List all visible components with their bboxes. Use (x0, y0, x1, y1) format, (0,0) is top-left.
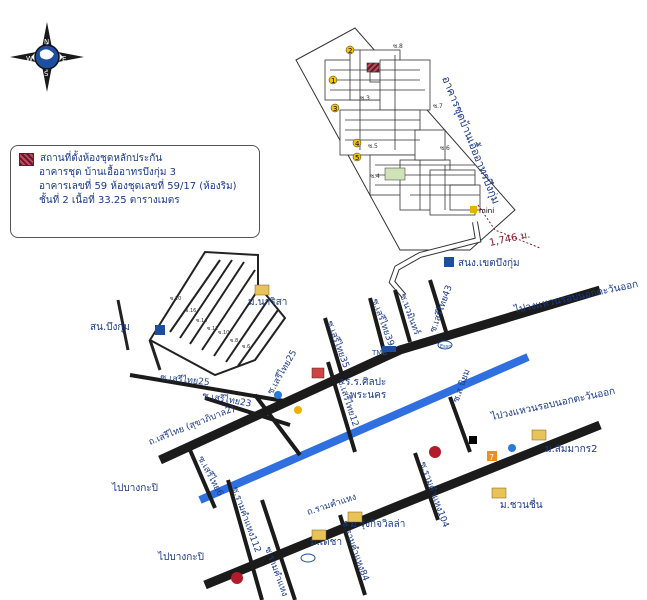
compass-e: E (62, 55, 66, 63)
legend-line2: อาคารเลขที่ 59 ห้องชุดเลขที่ 59/17 (ห้อง… (39, 181, 237, 192)
label-to-east-2: ไปวงแหวนรอบนอกตะวันออก (489, 385, 616, 423)
label-school-2: พระนคร (350, 390, 387, 401)
label-school-1: ร.ร.ศิลปะ (345, 377, 386, 388)
road-ram104 (413, 452, 440, 521)
road-soi25 (129, 373, 291, 404)
junction-icon (469, 436, 477, 444)
road-soi35 (323, 317, 344, 376)
label-decha: ม.เดชา (310, 537, 342, 548)
office-label: สนง.เขตบึงกุ่ม (458, 257, 520, 269)
police-icon (155, 325, 165, 335)
building-label-3: 3 (333, 105, 337, 113)
label-to-east-1: ไปวงแหวนรอบนอกตะวันออก (512, 278, 639, 316)
road-soi6 (188, 449, 217, 509)
soi-small-4: ซ.4 (370, 173, 380, 180)
road-soi43 (428, 279, 450, 339)
label-to-bangkapi-2: ไปบางกะปิ (157, 551, 204, 563)
soi-small-5: ซ.5 (368, 143, 378, 150)
label-soi25: ซ.เสรีไทย25 (160, 372, 210, 388)
seven-label: 7 (489, 453, 494, 462)
svg-text:ซ.16: ซ.16 (185, 308, 196, 314)
road-soi6b (226, 479, 264, 600)
seven-eleven-icon (487, 451, 497, 461)
svg-text:ซ.20: ซ.20 (170, 296, 181, 302)
road-serithai (158, 285, 602, 465)
legend-box: สถานที่ตั้งห้องชุดหลักประกัน อาคารชุด บ้… (10, 145, 260, 238)
road-left-diag (253, 393, 302, 457)
road-niyom (448, 396, 472, 453)
soi-small-3: ซ.3 (360, 95, 370, 102)
label-sammakorn: ม.สัมมากร2 (545, 444, 597, 455)
soi-small-8: ซ.8 (393, 43, 403, 50)
legend-title: สถานที่ตั้งห้องชุดหลักประกัน (40, 153, 163, 164)
gas-icon-2 (294, 406, 302, 414)
label-to-bangkapi-1: ไปบางกะปิ (111, 482, 158, 494)
esso-icon-1 (437, 340, 453, 350)
road-ram84 (338, 514, 367, 596)
building-label-1: 1 (331, 77, 335, 85)
soi-left-b (148, 339, 162, 371)
esso-label: Esso (440, 344, 451, 350)
tmb-label: TMB (371, 349, 387, 357)
road-ramkhamhaeng (203, 420, 602, 590)
svg-text:ซ.12: ซ.12 (207, 326, 218, 332)
compass-w: W (26, 55, 33, 63)
star-icon-1 (429, 446, 441, 458)
gas-icon-1 (274, 391, 282, 399)
road-ram112 (260, 499, 297, 600)
svg-text:ซ.14: ซ.14 (196, 318, 207, 324)
project-buildings (324, 49, 481, 216)
hatch-swatch-icon (19, 152, 34, 166)
compass-icon: N S E W (10, 22, 84, 92)
soi-small-6: ซ.6 (440, 145, 450, 152)
label-narisa: ม.นาริสา (248, 297, 287, 308)
legend-title-row: สถานที่ตั้งห้องชุดหลักประกัน (19, 152, 251, 166)
road-soi39 (368, 297, 387, 356)
svg-text:ซ.8: ซ.8 (230, 338, 238, 344)
legend-line3: ชั้นที่ 2 เนื้อที่ 33.25 ตารางเมตร (39, 195, 180, 206)
narisa-block (148, 250, 287, 377)
svg-text:ซ.10: ซ.10 (218, 330, 229, 336)
house-icon-decha (311, 529, 327, 541)
svg-text:ซ.6: ซ.6 (242, 344, 250, 350)
label-serithai25b: ซ.เสรีไทย25 (265, 348, 299, 396)
label-sn-bungkum: สน.บึงกุ่ม (90, 321, 130, 333)
road-nawamin (393, 289, 412, 343)
green-area (384, 167, 406, 181)
soi-small-7: ซ.7 (433, 103, 443, 110)
minimart-icon (470, 206, 477, 213)
office-icon (444, 257, 454, 267)
khlong (198, 353, 530, 504)
building-label-4: 4 (355, 140, 360, 148)
label-chuanchuen: ม.ชวนชื่น (500, 497, 543, 511)
soi-left-a (116, 299, 130, 351)
compass-s: S (44, 70, 49, 78)
tmb-icon (382, 346, 396, 352)
house-icon-rungkit (347, 511, 363, 523)
esso-icon-2 (300, 553, 316, 563)
minimart-label: mini (479, 207, 494, 215)
school-icon (311, 367, 325, 379)
building-label-5: 5 (355, 154, 359, 162)
star-icon-2 (231, 572, 243, 584)
building-label-2: 2 (348, 47, 352, 55)
legend-line1: อาคารชุด บ้านเอื้ออาทรบึงกุ่ม 3 (39, 167, 176, 178)
label-rungkitvilla: ม.รุ่งกิจวิลล่า (350, 519, 405, 530)
house-icon-sammakorn (531, 429, 547, 441)
collateral-building-marker (366, 62, 380, 73)
house-icon-narisa (254, 284, 270, 296)
house-icon-chuanchuen (491, 487, 507, 499)
compass-n: N (44, 38, 49, 46)
road-soi12 (326, 361, 357, 453)
water-icon (508, 444, 516, 452)
distance-label: 1,746 ม. (488, 230, 531, 249)
